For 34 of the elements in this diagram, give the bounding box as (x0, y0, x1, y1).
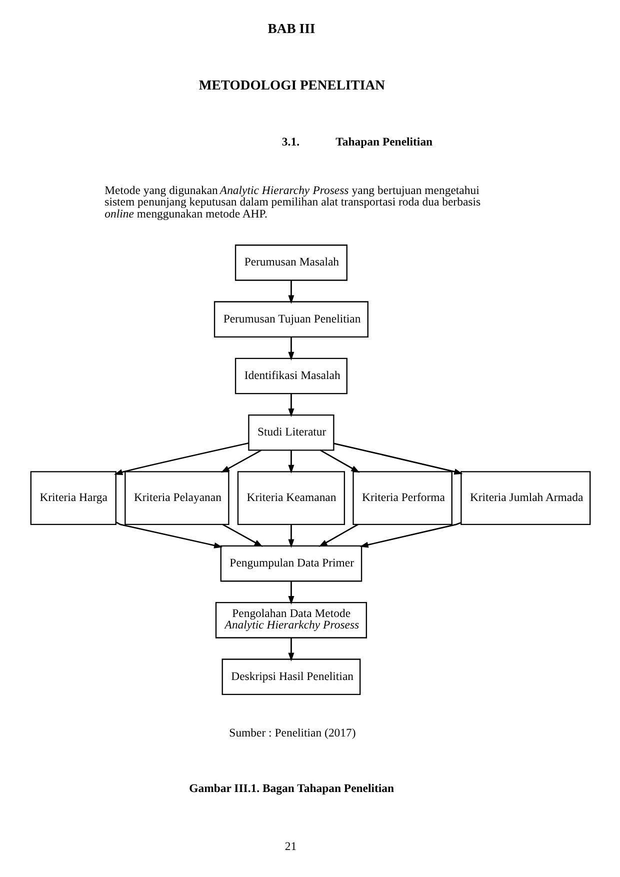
arrow (288, 394, 294, 418)
node-box: Kriteria Performa (352, 471, 452, 526)
arrow (359, 522, 461, 548)
diagram-title: METODOLOGI PENELITIAN (198, 78, 384, 93)
caption: Gambar III.1. Bagan Tahapan Penelitian (188, 782, 394, 796)
label: 21 (284, 840, 296, 853)
node-box: Kriteria Keamanan (236, 471, 345, 526)
node-box: Pengolahan Data Metode Analytic Hierarkchy Prosess (214, 602, 366, 638)
arrow (318, 524, 358, 547)
arrow (333, 442, 462, 475)
node-box: Pengumpulan Data Primer (220, 545, 362, 582)
arrow (288, 450, 294, 474)
arrow (288, 337, 294, 360)
node-box: Studi Literatur (248, 414, 334, 451)
node-box: Kriteria Pelayanan (124, 471, 229, 526)
arrow (288, 638, 294, 662)
node-box: Perumusan Tujuan Penelitian (213, 301, 368, 338)
arrow (288, 581, 294, 605)
node-box: Identifikasi Masalah (234, 358, 347, 394)
arrow (220, 450, 262, 473)
node-box: Deskripsi Hasil Penelitian (221, 658, 360, 695)
arrow (288, 524, 294, 548)
node-box: Perumusan Masalah (234, 244, 347, 281)
label: 3.1. (281, 136, 300, 149)
label: BAB III (267, 20, 315, 36)
arrow (320, 450, 360, 473)
arrow (115, 522, 222, 548)
node-box: Kriteria Jumlah Armada (460, 471, 590, 526)
label: Tahapan Penelitian (335, 136, 432, 149)
arrow (222, 524, 262, 547)
arrow (113, 442, 248, 475)
arrow (288, 280, 294, 304)
label: Sumber : Penelitian (2017) (228, 726, 356, 740)
node-box: Kriteria Harga (30, 471, 116, 526)
